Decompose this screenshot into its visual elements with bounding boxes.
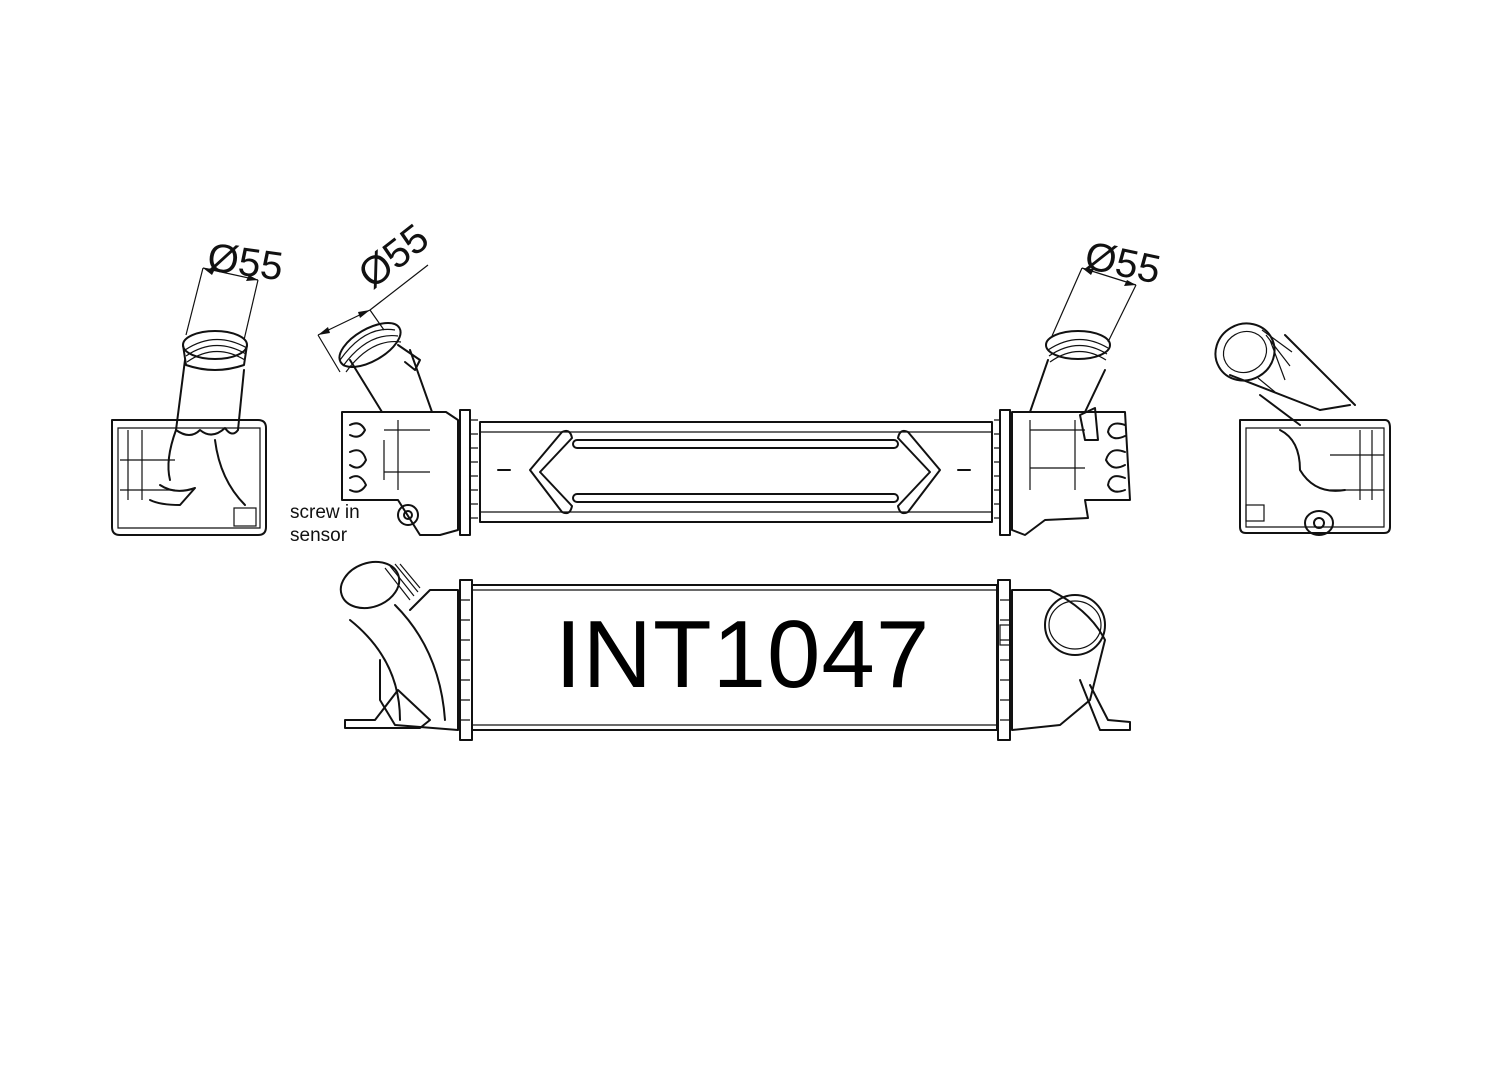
thread-left-side bbox=[182, 330, 248, 371]
right-side-view bbox=[1214, 322, 1391, 536]
dimension-label-top-left: Ø55 bbox=[350, 216, 437, 297]
dimension-label-top-right: Ø55 bbox=[1081, 234, 1164, 293]
thread-top-right bbox=[1045, 330, 1111, 363]
thread-top-left bbox=[338, 322, 402, 373]
thread-right-side bbox=[1214, 322, 1356, 411]
annotation-line-1: screw in bbox=[290, 502, 360, 523]
part-number-label: INT1047 bbox=[555, 601, 931, 708]
top-view: Ø55 Ø55 bbox=[317, 216, 1164, 536]
left-side-view: Ø55 bbox=[111, 235, 286, 536]
dimension-label-left-side: Ø55 bbox=[205, 235, 286, 289]
sensor-annotation: screw in sensor bbox=[290, 501, 360, 547]
thread-front-left bbox=[339, 560, 421, 610]
annotation-line-2: sensor bbox=[290, 525, 348, 546]
front-view bbox=[339, 560, 1131, 741]
